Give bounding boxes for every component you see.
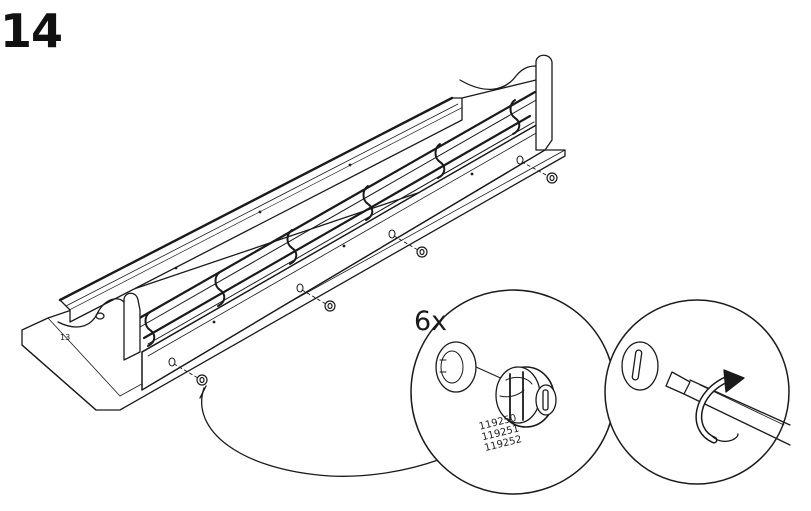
svg-text:13: 13 [60, 333, 70, 342]
cam-lock-fitting-icon [495, 366, 557, 428]
panel-holes [168, 155, 524, 367]
detail-circle-fitting [410, 289, 616, 495]
callout-leader [201, 387, 439, 477]
rods [134, 90, 539, 345]
guide-lines [173, 161, 549, 379]
panel-dots [174, 163, 474, 324]
rotate-arrow-icon [695, 369, 745, 444]
detail-circle-tighten [604, 299, 791, 485]
s-hooks [144, 99, 521, 347]
screwdriver-icon [665, 371, 791, 446]
quantity-label: 6x [414, 306, 448, 337]
step-number: 14 [0, 4, 63, 58]
cam-fittings [196, 172, 558, 386]
left-end-plate: 13 [57, 292, 141, 361]
right-end-plate [459, 54, 553, 151]
back-panel [58, 96, 463, 323]
